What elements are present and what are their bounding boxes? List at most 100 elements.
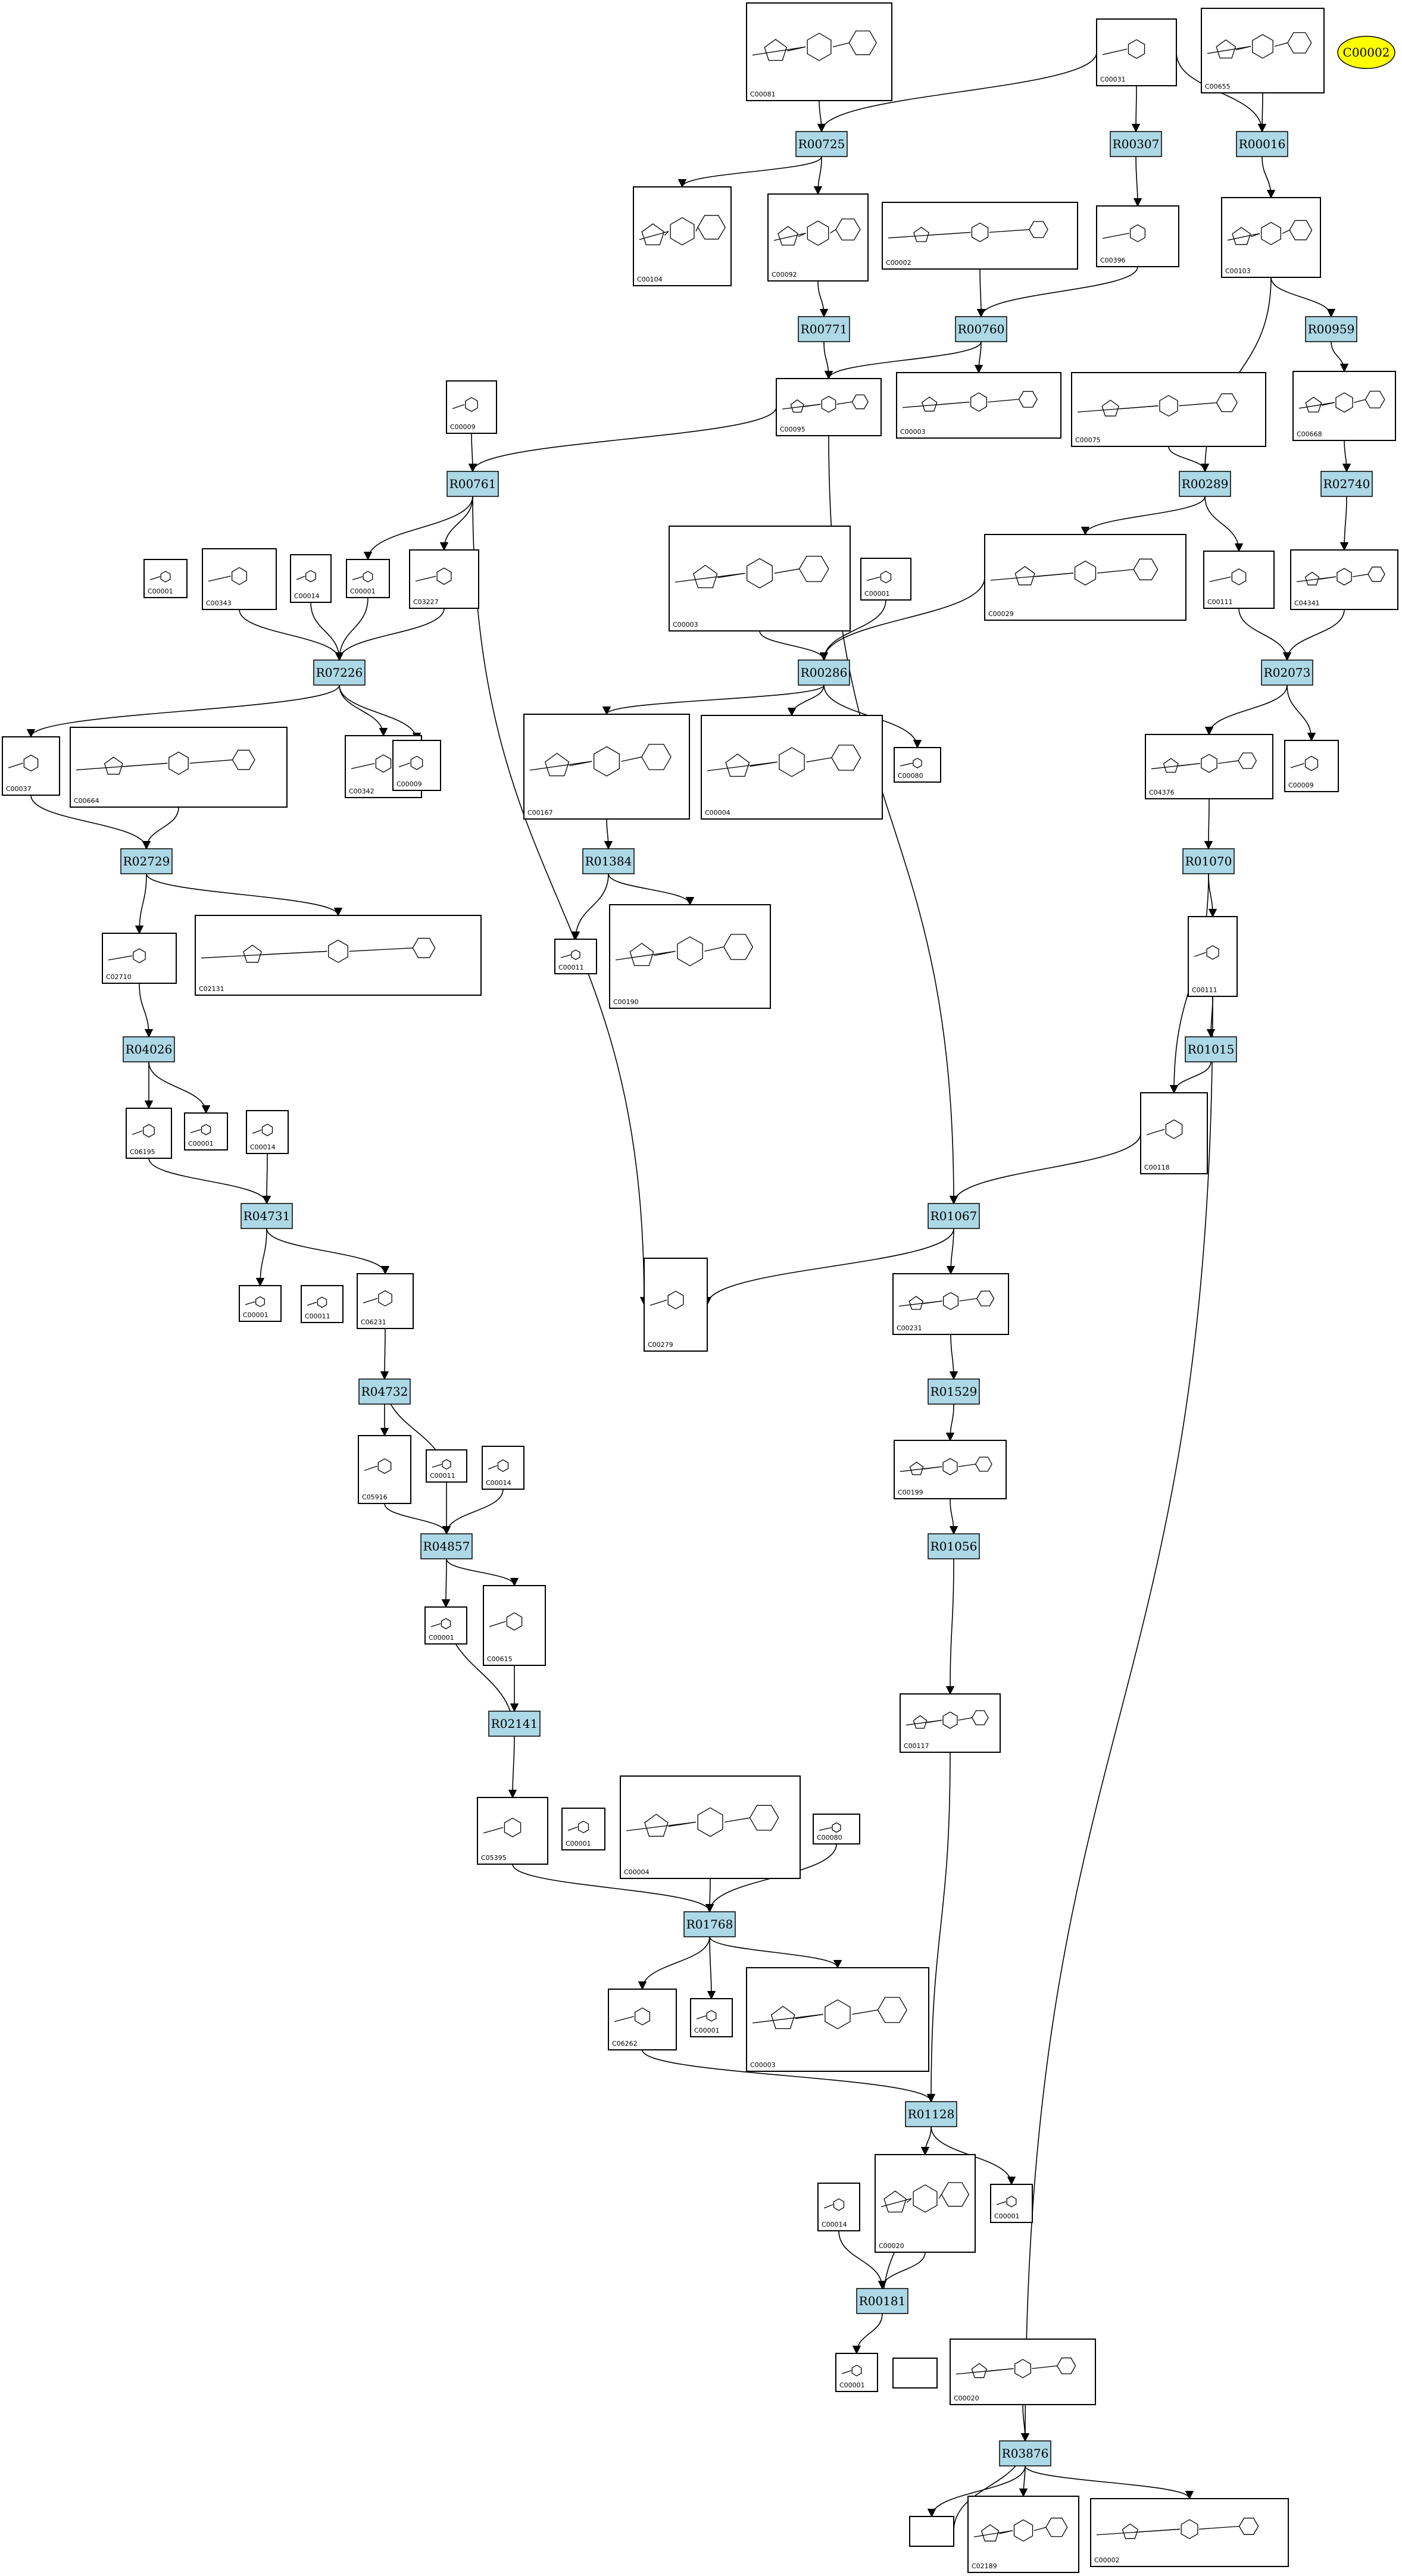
compound-box[interactable]: C00003 — [896, 372, 1061, 439]
compound-box[interactable]: C00615 — [483, 1585, 546, 1666]
reaction-node[interactable]: R07226 — [313, 659, 366, 686]
compound-box[interactable]: C00111 — [1188, 916, 1238, 997]
compound-box[interactable]: C00004 — [620, 1775, 801, 1879]
compound-box[interactable]: C00199 — [894, 1440, 1007, 1499]
compound-box[interactable]: C00004 — [701, 715, 883, 820]
compound-box[interactable]: C00003 — [746, 1967, 929, 2072]
reaction-node[interactable]: R01128 — [905, 2101, 957, 2127]
compound-box[interactable]: C00001 — [239, 1285, 282, 1322]
compound-box[interactable]: C05395 — [477, 1797, 548, 1865]
reaction-node[interactable]: R02740 — [1320, 471, 1373, 497]
compound-box[interactable]: C00104 — [633, 186, 732, 286]
reaction-node[interactable]: R04026 — [123, 1036, 175, 1062]
compound-box[interactable]: C00075 — [1071, 372, 1266, 447]
reaction-node[interactable]: R01384 — [582, 848, 635, 874]
reaction-node[interactable]: R00286 — [798, 659, 850, 686]
compound-box[interactable]: C00111 — [1203, 551, 1275, 609]
compound-box[interactable]: C00002 — [1090, 2498, 1289, 2567]
compound-box[interactable]: C00014 — [817, 2183, 860, 2231]
reaction-node[interactable]: R01067 — [928, 1203, 980, 1229]
compound-box[interactable]: C02189 — [967, 2496, 1079, 2573]
compound-box[interactable]: C00031 — [1096, 18, 1177, 86]
compound-box[interactable]: C05916 — [358, 1435, 411, 1504]
compound-box[interactable]: C00011 — [301, 1285, 344, 1323]
reaction-node[interactable]: R03876 — [999, 2440, 1051, 2466]
compound-box[interactable]: C00095 — [776, 378, 882, 436]
compound-box[interactable]: C00014 — [290, 554, 332, 603]
compound-box[interactable]: C00343 — [202, 548, 277, 610]
reaction-node[interactable]: R02729 — [120, 848, 173, 874]
reaction-node[interactable]: R01070 — [1182, 848, 1235, 874]
compound-box[interactable]: C00009 — [1284, 740, 1339, 792]
compound-box[interactable]: C04341 — [1290, 549, 1398, 610]
reaction-node[interactable]: R01056 — [928, 1533, 980, 1559]
compound-box[interactable]: C06195 — [126, 1108, 172, 1159]
reaction-node[interactable]: R00725 — [795, 131, 848, 157]
compound-box[interactable]: C00081 — [746, 2, 892, 101]
compound-box[interactable]: C00011 — [426, 1449, 467, 1483]
compound-box[interactable]: C06262 — [608, 1989, 677, 2050]
compound-box[interactable]: C00001 — [143, 559, 188, 598]
compound-box[interactable]: C00668 — [1292, 371, 1396, 441]
compound-box[interactable]: C00029 — [984, 534, 1186, 621]
reaction-node[interactable]: R00760 — [955, 316, 1007, 342]
compound-box[interactable] — [892, 2358, 938, 2389]
reaction-node[interactable]: R00771 — [798, 316, 850, 342]
compound-box[interactable]: C06231 — [357, 1273, 414, 1329]
compound-box[interactable]: C00020 — [875, 2154, 976, 2253]
compound-box[interactable]: C00002 — [882, 202, 1078, 270]
reaction-node[interactable]: R04731 — [241, 1203, 293, 1229]
compound-box[interactable]: C00001 — [346, 559, 390, 598]
compound-box[interactable]: C00003 — [669, 526, 851, 632]
reaction-node[interactable]: R01015 — [1185, 1036, 1237, 1062]
compound-box[interactable]: C00014 — [246, 1110, 289, 1154]
reaction-node[interactable]: R00016 — [1236, 131, 1288, 157]
compound-box[interactable]: C02131 — [195, 915, 482, 996]
compound-box[interactable]: C00001 — [561, 1808, 605, 1850]
compound-box[interactable]: C00167 — [523, 714, 690, 820]
compound-box[interactable]: C03227 — [409, 549, 479, 609]
reaction-node[interactable]: R02141 — [488, 1711, 541, 1737]
compound-box[interactable]: C00231 — [892, 1273, 1009, 1335]
reaction-node[interactable]: R02073 — [1261, 659, 1313, 686]
compound-box[interactable]: C00009 — [446, 380, 497, 434]
reaction-node[interactable]: R00307 — [1110, 131, 1162, 157]
edge-arrow — [512, 1864, 714, 1913]
reaction-node[interactable]: R01529 — [928, 1378, 980, 1405]
reaction-node[interactable]: R04857 — [420, 1533, 473, 1559]
compound-box[interactable]: C04376 — [1145, 734, 1273, 799]
reaction-node[interactable]: R00959 — [1305, 316, 1357, 342]
compound-box[interactable]: C00001 — [860, 558, 911, 601]
compound-box[interactable]: C00117 — [900, 1693, 1001, 1753]
reaction-node[interactable]: R04732 — [358, 1378, 411, 1405]
compound-box[interactable]: C00092 — [767, 193, 869, 282]
compound-box[interactable]: C00655 — [1201, 8, 1325, 93]
compound-box[interactable]: C02710 — [102, 933, 177, 984]
compound-box[interactable]: C00080 — [894, 747, 941, 783]
reaction-node[interactable]: R01768 — [683, 1911, 736, 1937]
compound-box[interactable]: C00664 — [70, 727, 288, 808]
highlight-compound[interactable]: C00002 — [1337, 36, 1395, 69]
compound-box[interactable]: C00009 — [392, 740, 441, 791]
compound-box[interactable]: C00001 — [990, 2184, 1033, 2223]
compound-box[interactable]: C00080 — [813, 1814, 860, 1845]
compound-box[interactable]: C00001 — [690, 1998, 733, 2037]
compound-box[interactable]: C00020 — [950, 2339, 1096, 2405]
compound-box[interactable]: C00118 — [1140, 1092, 1208, 1174]
compound-box[interactable]: C00396 — [1096, 205, 1179, 267]
reaction-node[interactable]: R00761 — [446, 471, 499, 497]
compound-box[interactable]: C00011 — [554, 939, 597, 974]
compound-box[interactable]: C00037 — [2, 736, 60, 796]
reaction-node[interactable]: R00289 — [1179, 471, 1231, 497]
compound-box[interactable]: C00014 — [482, 1446, 524, 1490]
compound-box[interactable]: C00103 — [1221, 197, 1321, 278]
compound-box[interactable]: C00279 — [644, 1258, 708, 1352]
compound-box[interactable] — [909, 2516, 954, 2547]
reaction-label: R02141 — [491, 1717, 538, 1731]
compound-box[interactable]: C00190 — [609, 904, 771, 1009]
compound-box[interactable]: C00001 — [184, 1112, 228, 1151]
compound-box[interactable]: C00001 — [835, 2353, 878, 2392]
reaction-node[interactable]: R00181 — [856, 2288, 908, 2314]
ring-shape — [232, 749, 255, 770]
compound-box[interactable]: C00001 — [424, 1606, 467, 1645]
